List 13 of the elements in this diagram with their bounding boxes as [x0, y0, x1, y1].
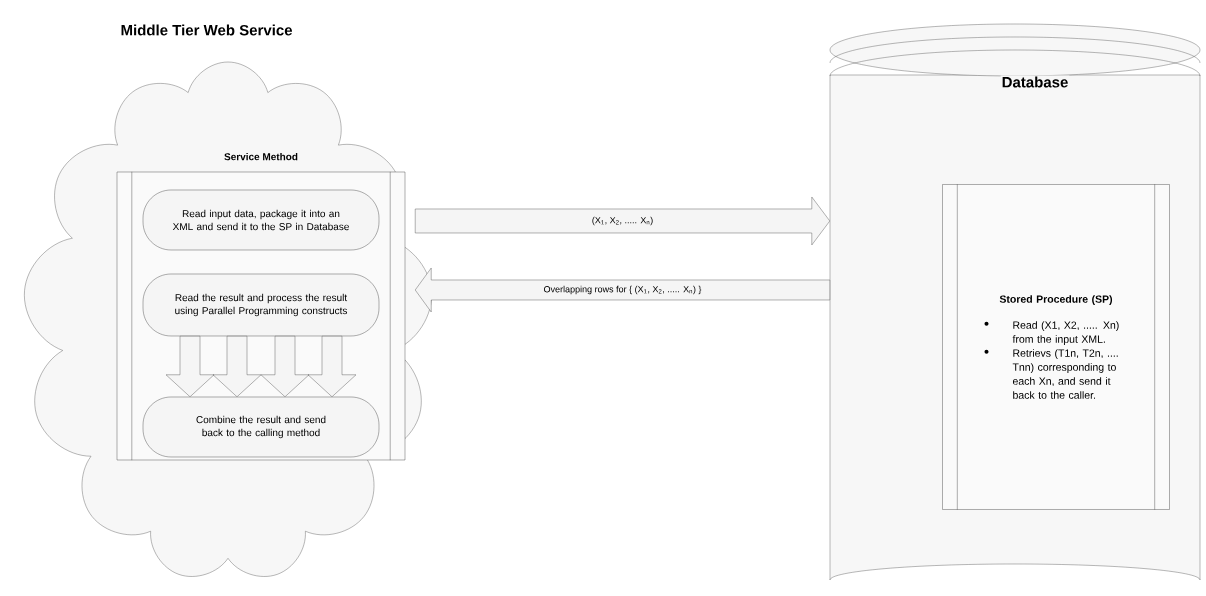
block-arrow: [212, 336, 262, 397]
block-arrow: [260, 336, 310, 397]
block-arrow: [165, 336, 215, 397]
edge-label: Overlapping rows for { (X$_{1}$, X$_{2}$, ..... X$_{n}$) }: [542, 284, 703, 296]
process-box: Stored Procedure (SP) Read (X1, X2, ..... Xn) from the input XML. Retrievs (T1n, T2n, .... Tnn) corresponding to each Xn, and send it back to the caller.: [942, 184, 1170, 510]
block-arrow: [415, 196, 830, 246]
step-box: Read input data, package it into an XML and send it to the SP in Database: [142, 189, 380, 251]
node-label: Service Method: [224, 152, 298, 161]
edge-label: (X$_{1}$, X$_{2}$, ..... X$_{n}$): [590, 215, 655, 227]
step-box: Read the result and process the result using Parallel Programming constructs: [142, 273, 380, 337]
title: Middle Tier Web Service: [121, 24, 293, 36]
step-box: Combine the result and send back to the calling method: [142, 396, 380, 458]
block-arrow: [307, 336, 357, 397]
